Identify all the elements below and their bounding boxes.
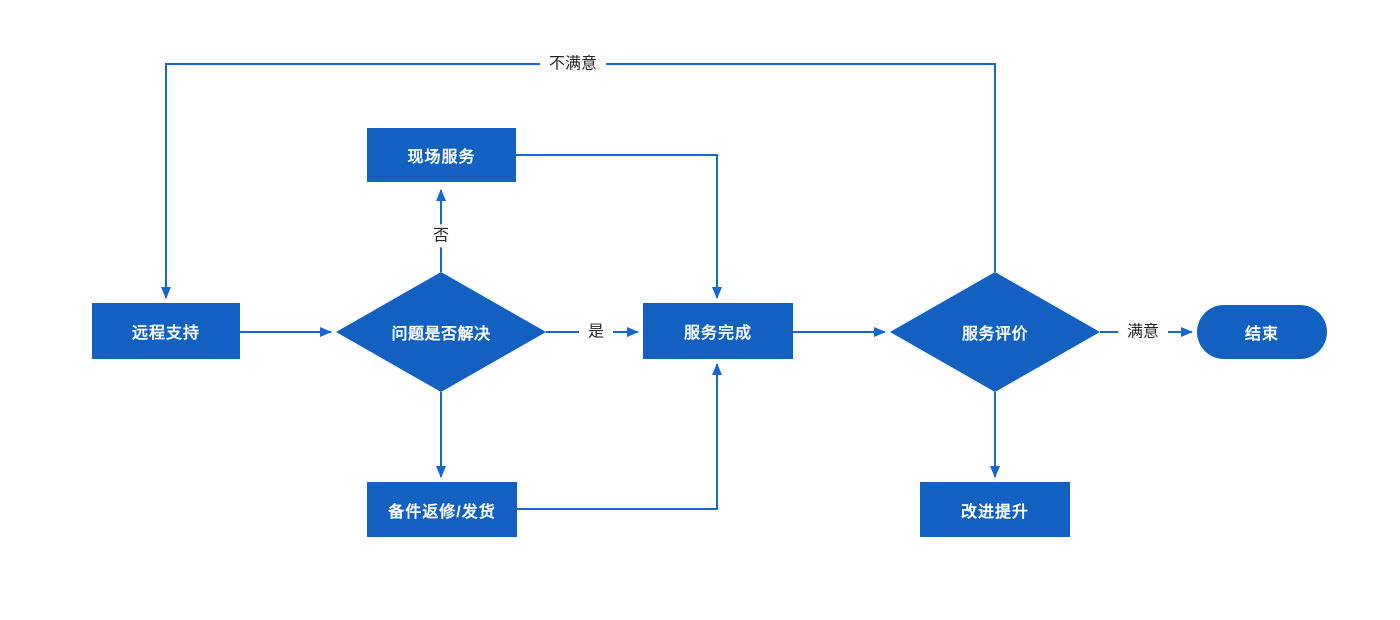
node-end-label: 结束 (1244, 326, 1279, 343)
node-service-complete-label: 服务完成 (683, 325, 752, 342)
node-remote-support-label: 远程支持 (131, 325, 200, 342)
edge-label-no: 否 (423, 224, 459, 248)
edge-label-not-satisfied: 不满意 (539, 52, 607, 76)
node-problem-solved-label: 问题是否解决 (391, 326, 491, 343)
node-service-complete[interactable]: 服务完成 (643, 303, 793, 359)
edge-evaluation-to-remote-notsatisfied (161, 63, 996, 299)
node-onsite-service-label: 现场服务 (407, 149, 476, 166)
node-parts-repair-shipping[interactable]: 备件返修/发货 (367, 482, 517, 537)
node-improvement[interactable]: 改进提升 (920, 482, 1070, 537)
node-end-terminator[interactable]: 结束 (1197, 305, 1327, 359)
node-parts-repair-shipping-label: 备件返修/发货 (388, 503, 496, 521)
edge-label-yes: 是 (578, 320, 614, 344)
node-onsite-service[interactable]: 现场服务 (367, 128, 516, 182)
edge-onsite-to-complete (516, 154, 722, 299)
edge-label-satisfied: 满意 (1117, 320, 1169, 344)
node-improvement-label: 改进提升 (960, 503, 1029, 521)
edge-parts-to-complete (517, 363, 722, 510)
node-remote-support[interactable]: 远程支持 (92, 303, 240, 359)
node-service-evaluation-label: 服务评价 (961, 326, 1028, 343)
